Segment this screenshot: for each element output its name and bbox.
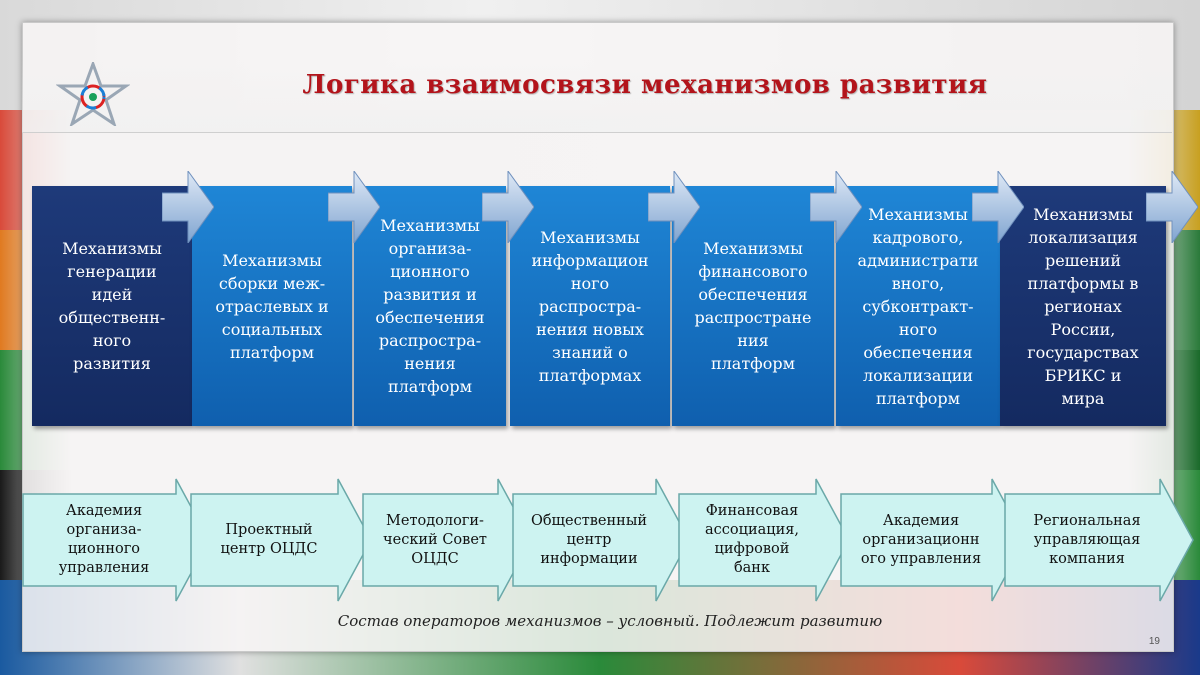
- operator-arrow: Региональная управляющая компания: [1004, 478, 1194, 602]
- chevron-arrow-icon: [972, 171, 1024, 243]
- mechanism-label: Механизмы финансового обеспечения распро…: [694, 239, 812, 373]
- page-number: 19: [1148, 636, 1160, 647]
- operator-label: Методологи- ческий Совет ОЦДС: [383, 512, 487, 567]
- operator-arrow: Методологи- ческий Совет ОЦДС: [362, 478, 532, 602]
- mechanism-label: Механизмы кадрового, администрати вного,…: [857, 204, 979, 408]
- mechanism-box: Механизмы кадрового, администрати вного,…: [836, 186, 1000, 426]
- operator-arrow: Академия организа- ционного управления: [22, 478, 210, 602]
- mechanism-box: Механизмы информацион ного распростра- н…: [510, 186, 670, 426]
- operator-label: Проектный центр ОЦДС: [220, 522, 318, 557]
- chevron-arrow-icon: [648, 171, 700, 243]
- mechanism-label: Механизмы организа- ционного развития и …: [375, 216, 485, 396]
- operator-arrow-shape: [190, 478, 372, 602]
- header-strip: [22, 60, 1172, 133]
- operator-arrow-shape: [512, 478, 690, 602]
- operator-arrow-shape: [678, 478, 850, 602]
- chevron-arrow-icon: [162, 171, 214, 243]
- operator-arrow-shape: [1004, 478, 1194, 602]
- chevron-arrow-icon: [810, 171, 862, 243]
- operator-arrow: Проектный центр ОЦДС: [190, 478, 372, 602]
- mechanism-label: Механизмы генерации идей общественн- ног…: [58, 239, 166, 373]
- chevron-arrow-icon: [1146, 171, 1198, 243]
- chevron-arrow-icon: [482, 171, 534, 243]
- page-title: Логика взаимосвязи механизмов развития: [302, 70, 988, 100]
- mechanism-label: Механизмы информацион ного распростра- н…: [531, 227, 649, 385]
- footnote: Состав операторов механизмов – условный.…: [337, 612, 883, 630]
- mechanism-box: Механизмы организа- ционного развития и …: [354, 186, 506, 426]
- operator-label: Региональная управляющая компания: [1033, 512, 1141, 567]
- mechanism-box: Механизмы локализация решений платформы …: [1000, 186, 1166, 426]
- star-atom-logo-icon: [56, 62, 130, 126]
- chevron-arrow-icon: [328, 171, 380, 243]
- operator-arrow: Финансовая ассоциация, цифровой банк: [678, 478, 850, 602]
- mechanism-box: Механизмы сборки меж- отраслевых и социа…: [192, 186, 352, 426]
- operator-label: Академия организационн ого управления: [860, 512, 982, 567]
- mechanism-box: Механизмы финансового обеспечения распро…: [672, 186, 834, 426]
- mechanism-box: Механизмы генерации идей общественн- ног…: [32, 186, 192, 426]
- operator-label: Общественный центр информации: [530, 512, 648, 567]
- mechanism-label: Механизмы локализация решений платформы …: [1027, 204, 1139, 408]
- operator-arrow: Академия организационн ого управления: [840, 478, 1026, 602]
- operator-label: Финансовая ассоциация, цифровой банк: [705, 503, 799, 576]
- mechanism-label: Механизмы сборки меж- отраслевых и социа…: [215, 250, 329, 362]
- operator-arrow: Общественный центр информации: [512, 478, 690, 602]
- operator-label: Академия организа- ционного управления: [58, 503, 150, 576]
